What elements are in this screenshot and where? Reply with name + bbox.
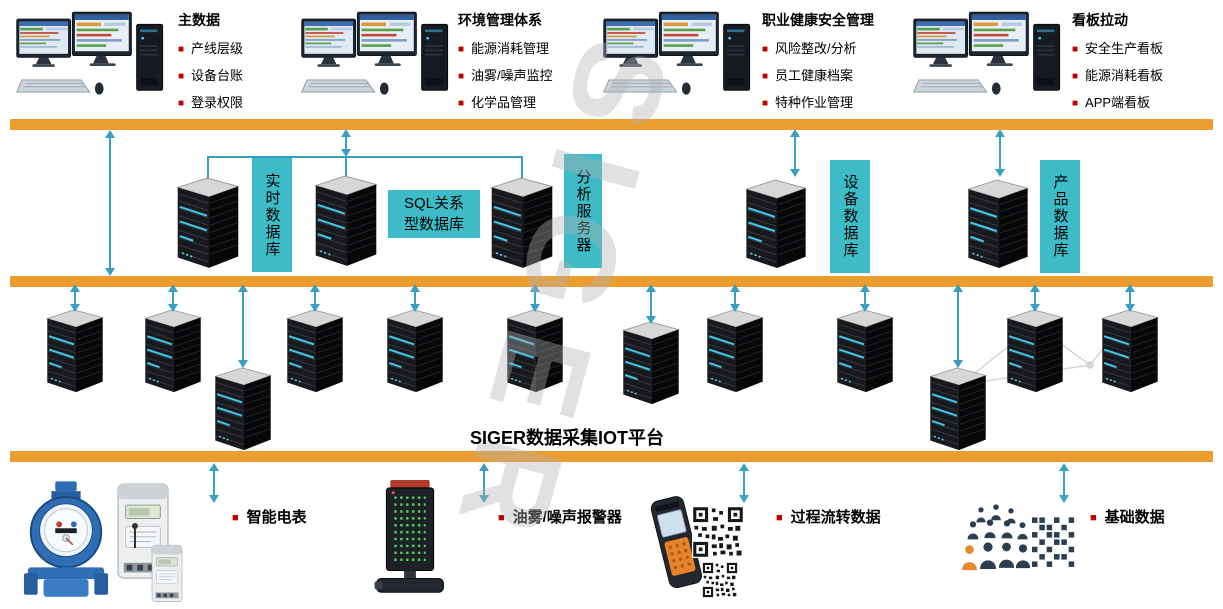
server-icon (618, 320, 684, 406)
server-icon (925, 366, 991, 452)
updown-arrow (105, 130, 115, 276)
group-item: 特种作业管理 (762, 92, 874, 111)
server-icon (832, 308, 898, 394)
server-icon (382, 308, 448, 394)
group-item: 产线层级 (178, 38, 243, 57)
group-title: 主数据 (178, 12, 220, 28)
person-icon (983, 519, 997, 539)
updown-arrow (410, 284, 420, 312)
server-icon (42, 308, 108, 394)
updown-arrow (739, 463, 749, 503)
workstation-icon (300, 8, 452, 104)
server-icon (1002, 308, 1068, 394)
updown-arrow (1030, 284, 1040, 312)
group-title: 职业健康安全管理 (762, 12, 874, 28)
updown-arrow (790, 129, 800, 177)
server-icon (172, 176, 244, 270)
group-item: 能源消耗管理 (458, 38, 553, 57)
person-icon (960, 545, 979, 571)
updown-arrow (479, 463, 489, 503)
group-item: 员工健康档案 (762, 65, 874, 84)
person-icon (1014, 544, 1032, 569)
server-icon (310, 174, 382, 268)
workstation-icon (602, 8, 754, 104)
qr-code-icon (702, 562, 738, 598)
updown-arrow (341, 129, 351, 157)
group-item: 安全生产看板 (1072, 38, 1163, 57)
group-health-safety: 职业健康安全管理 风险整改/分析 员工健康档案 特种作业管理 (762, 10, 874, 119)
platform-bar-top (10, 119, 1213, 130)
platform-title: SIGER数据采集IOT平台 (470, 428, 665, 448)
connector-line (207, 156, 209, 180)
person-icon (966, 521, 980, 540)
group-item: APP端看板 (1072, 92, 1163, 111)
server-icon (962, 178, 1034, 270)
updown-arrow (209, 463, 219, 503)
group-item: 油雾/噪声监控 (458, 65, 553, 84)
person-icon (1016, 522, 1029, 540)
server-icon (740, 178, 812, 270)
updown-arrow (310, 284, 320, 312)
label-oil-mist-alarm: 油雾/噪声报警器 (498, 506, 622, 527)
updown-arrow (860, 284, 870, 312)
label-analysis-server: 分析服务器 (564, 154, 602, 268)
updown-arrow (953, 284, 963, 368)
water-meter-icon (22, 476, 110, 604)
updown-arrow (168, 284, 178, 312)
updown-arrow (646, 284, 656, 324)
connector-line (521, 156, 523, 180)
updown-arrow (995, 129, 1005, 177)
server-icon (210, 366, 276, 452)
updown-arrow (1059, 463, 1069, 503)
workstation-icon (15, 8, 167, 104)
server-icon (282, 308, 348, 394)
server-icon (502, 308, 568, 394)
group-item: 化学品管理 (458, 92, 553, 111)
group-kanban: 看板拉动 安全生产看板 能源消耗看板 APP端看板 (1072, 10, 1163, 119)
connector-line (345, 156, 347, 176)
server-icon (702, 308, 768, 394)
group-item: 登录权限 (178, 92, 243, 111)
label-base-data: 基础数据 (1090, 506, 1165, 527)
qr-code-icon (692, 506, 744, 558)
platform-bar-bottom (10, 451, 1213, 462)
server-icon (140, 308, 206, 394)
updown-arrow (1125, 284, 1135, 312)
label-product-db: 产品数据库 (1040, 160, 1080, 273)
group-item: 设备台账 (178, 65, 243, 84)
workstation-icon (912, 8, 1064, 104)
group-environment: 环境管理体系 能源消耗管理 油雾/噪声监控 化学品管理 (458, 10, 553, 119)
server-icon (486, 176, 558, 270)
pixel-grid-icon (1032, 516, 1076, 572)
updown-arrow (70, 284, 80, 312)
updown-arrow (530, 284, 540, 312)
server-icon (1097, 308, 1163, 394)
group-item: 能源消耗看板 (1072, 65, 1163, 84)
antenna-icon (132, 523, 138, 548)
label-process-flow: 过程流转数据 (776, 506, 881, 527)
label-sql-db: SQL关系 型数据库 (388, 190, 480, 238)
group-title: 看板拉动 (1072, 12, 1128, 28)
label-realtime-db: 实时数据库 (252, 158, 292, 272)
platform-bar-middle (10, 276, 1213, 287)
person-icon (978, 542, 998, 570)
group-title: 环境管理体系 (458, 12, 542, 28)
connector-line (208, 156, 522, 158)
updown-arrow (730, 284, 740, 312)
label-equipment-db: 设备数据库 (830, 160, 870, 273)
updown-arrow (238, 284, 248, 368)
oil-mist-alarm-icon (374, 478, 446, 606)
electric-meter-icon (140, 544, 194, 604)
group-item: 风险整改/分析 (762, 38, 874, 57)
group-master-data: 主数据 产线层级 设备台账 登录权限 (178, 10, 243, 119)
label-smart-meter: 智能电表 (232, 506, 307, 527)
person-icon (1000, 520, 1014, 539)
